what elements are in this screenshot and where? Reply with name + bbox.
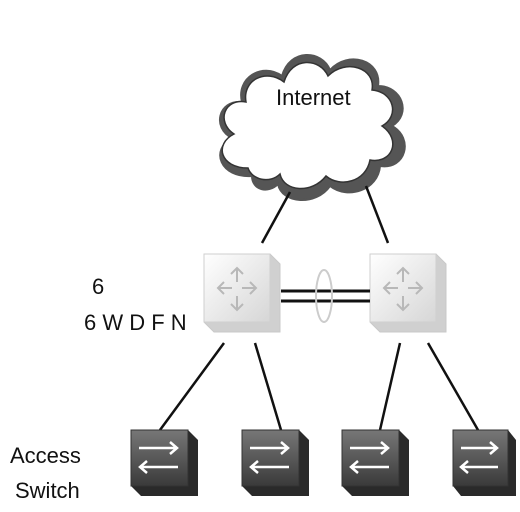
access-switch-4	[452, 429, 516, 496]
access-label-line2: Switch	[15, 478, 80, 503]
switch-arrows-icon	[349, 441, 390, 474]
link-cloud-core-left	[260, 191, 292, 244]
access-switch-1	[130, 429, 198, 496]
link-cloud-core-right	[364, 185, 390, 244]
link-core-access-4	[426, 342, 480, 431]
internet-label: Internet	[276, 85, 351, 110]
access-label-line1: Access	[10, 443, 81, 468]
link-core-access-3	[378, 342, 402, 431]
switch-arrows-icon	[138, 441, 179, 474]
access-switch-2	[241, 429, 309, 496]
router-arrows-icon	[216, 266, 258, 312]
core-label-line1: 6	[92, 274, 105, 299]
core-link-aggregation	[281, 269, 370, 323]
link-core-access-1	[158, 342, 226, 431]
core-switch-left	[203, 253, 281, 333]
switch-arrows-icon	[459, 441, 499, 474]
core-switch-right	[369, 253, 447, 333]
link-core-access-2	[253, 342, 283, 431]
core-label-line2: 6 W D F N	[84, 310, 187, 335]
link-aggregation-ellipse	[315, 269, 333, 323]
switch-arrows-icon	[249, 441, 290, 474]
internet-cloud	[219, 54, 406, 201]
router-arrows-icon	[382, 266, 424, 312]
cloud-body	[221, 61, 394, 190]
access-switch-3	[341, 429, 409, 496]
